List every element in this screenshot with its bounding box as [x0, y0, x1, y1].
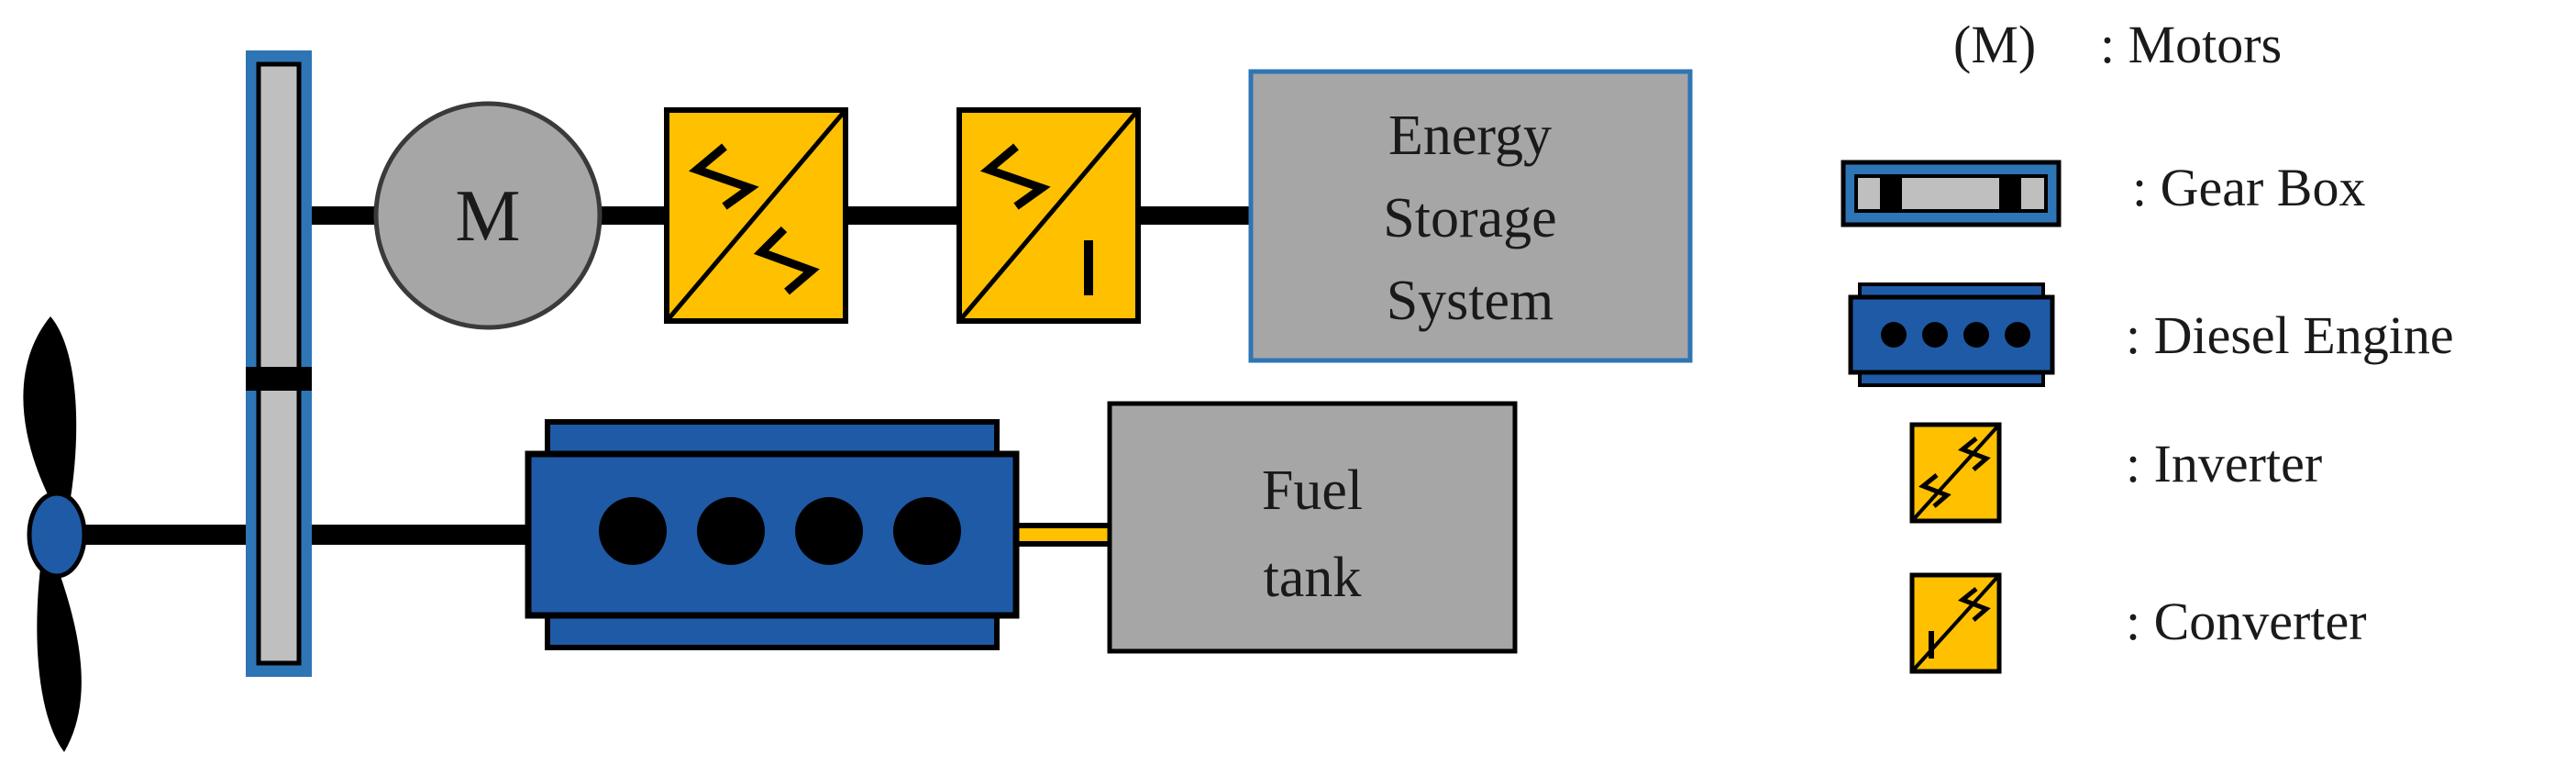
energy-storage-box [1248, 69, 1693, 363]
motor: M [373, 101, 603, 330]
converter-icon [1909, 572, 2002, 674]
legend-converter-label: : Converter [2126, 592, 2367, 651]
fuel-tank-box [1107, 401, 1518, 654]
legend-inverter-label: : Inverter [2126, 434, 2322, 493]
legend-diesel-engine-label: : Diesel Engine [2126, 305, 2454, 365]
propeller-hub [27, 491, 87, 579]
energy-storage-system: Energy Storage System [1248, 69, 1693, 363]
fuel-tank-line-1: Fuel [1262, 459, 1363, 522]
legend-motors-label: : Motors [2100, 15, 2282, 74]
inverter-icon [1909, 422, 2002, 524]
propeller-blade-bottom [37, 560, 82, 752]
engine-cylinder [599, 497, 667, 565]
inverter-wave-bottom [753, 226, 820, 295]
energy-storage-line-2: Storage [1383, 187, 1556, 249]
motor-circle [373, 101, 603, 330]
fuel-tank-line-2: tank [1264, 547, 1362, 609]
energy-storage-line-1: Energy [1388, 105, 1552, 167]
gear-box [246, 50, 312, 677]
inverter-block [664, 107, 848, 324]
legend-gear-box-label: : Gear Box [2132, 158, 2366, 217]
inverter-wave-top [688, 143, 759, 210]
fuel-tank: Fuel tank [1107, 401, 1518, 654]
inverter-diagonal [665, 108, 847, 323]
gear-box-icon [1841, 160, 2062, 227]
legend: (M) : Motors : Gear Box : Diesel Engine [1841, 15, 2454, 674]
converter-diagonal [957, 108, 1140, 323]
propeller [23, 316, 87, 752]
propeller-blade-top [23, 316, 77, 509]
diesel-engine [525, 419, 1020, 650]
motor-symbol: M [455, 176, 520, 257]
converter-block [956, 107, 1141, 324]
engine-cylinder [795, 497, 863, 565]
gear-box-inner [256, 61, 302, 666]
engine-cylinder [893, 497, 961, 565]
diesel-engine-icon [1848, 282, 2055, 387]
engine-cylinder [697, 497, 765, 565]
energy-storage-line-3: System [1387, 270, 1554, 332]
legend-motors-symbol: (M) [1953, 15, 2036, 74]
converter-wave [979, 143, 1051, 210]
gear-box-divider [246, 367, 312, 391]
